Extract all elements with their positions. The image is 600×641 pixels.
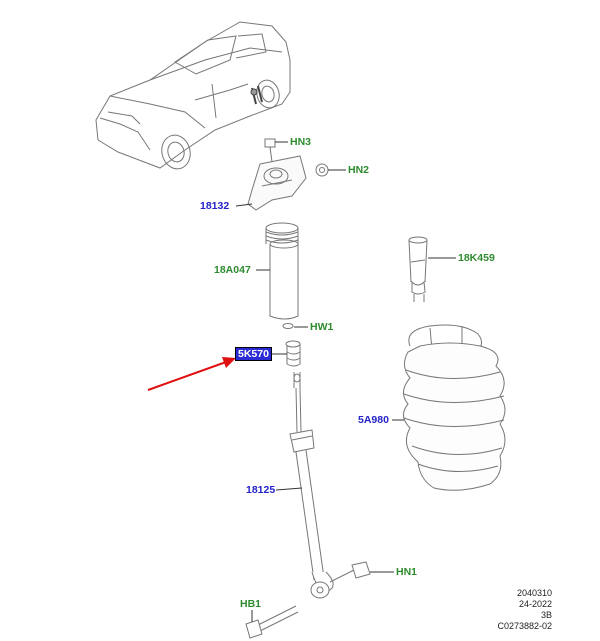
shock-absorber bbox=[289, 372, 334, 599]
leader-lines bbox=[235, 141, 456, 622]
reference-line-1: 2040310 bbox=[516, 588, 552, 598]
top-mount-bracket bbox=[247, 155, 307, 211]
label-hw1: HW1 bbox=[310, 321, 334, 333]
bolt-hb1 bbox=[245, 605, 299, 639]
nut-hn1 bbox=[329, 561, 371, 583]
label-18132: 18132 bbox=[200, 200, 230, 212]
reference-line-3: 3B bbox=[540, 610, 552, 620]
dust-cover bbox=[265, 222, 299, 320]
label-hb1: HB1 bbox=[240, 598, 262, 610]
highlight-arrow bbox=[147, 357, 236, 391]
nut-hn2 bbox=[315, 163, 329, 177]
label-hn3: HN3 bbox=[290, 136, 312, 148]
washer-hw1 bbox=[282, 323, 294, 329]
label-5a980: 5A980 bbox=[358, 414, 389, 426]
reference-line-2: 24-2022 bbox=[518, 599, 552, 609]
bump-stop bbox=[285, 340, 301, 367]
upper-spring-mount bbox=[408, 236, 428, 302]
label-hn1: HN1 bbox=[396, 566, 418, 578]
nut-hn3 bbox=[264, 138, 276, 163]
label-18a047: 18A047 bbox=[214, 264, 251, 276]
label-5k570-highlighted: 5K570 bbox=[235, 347, 272, 361]
label-18125: 18125 bbox=[246, 484, 276, 496]
reference-block: 2040310 24-2022 3B C0273882-02 bbox=[497, 588, 552, 632]
label-18k459: 18K459 bbox=[458, 252, 495, 264]
air-spring bbox=[403, 324, 506, 491]
reference-line-4: C0273882-02 bbox=[497, 621, 552, 631]
vehicle-locator-illustration bbox=[95, 21, 291, 170]
label-hn2: HN2 bbox=[348, 164, 370, 176]
